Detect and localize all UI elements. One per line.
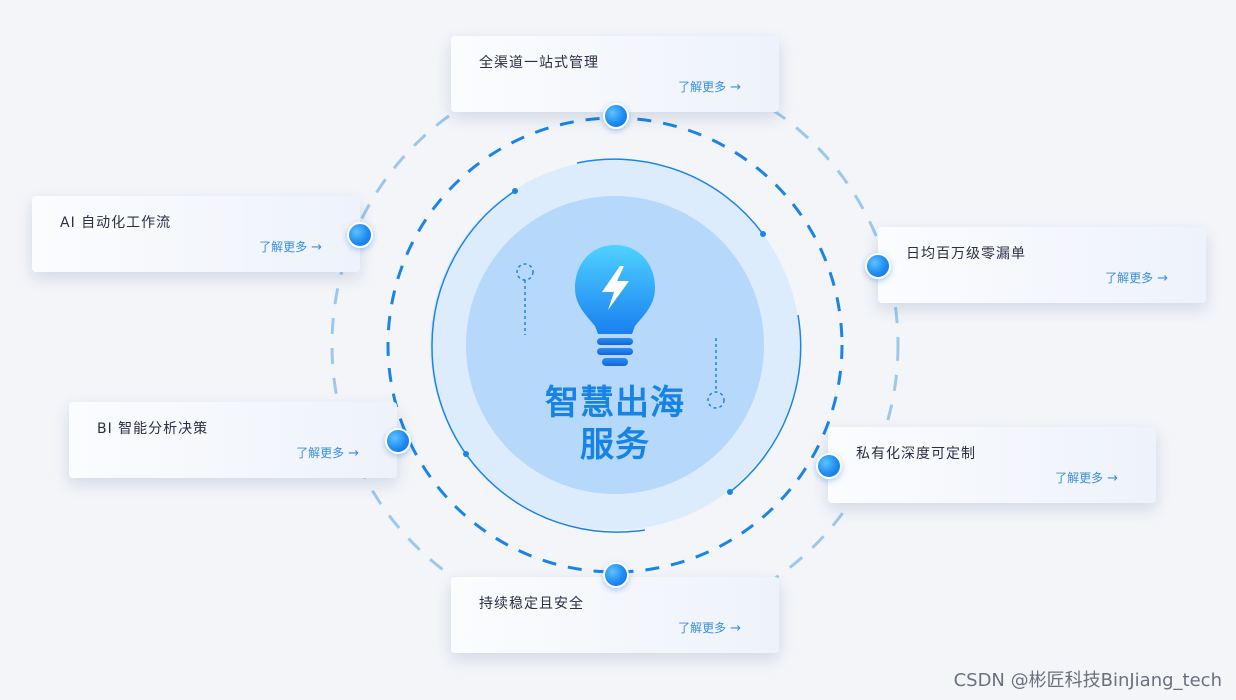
node-upper-left xyxy=(347,222,373,248)
arc-dots xyxy=(463,188,766,495)
arrow-right-icon: → xyxy=(311,240,322,255)
node-lower-right xyxy=(816,453,842,479)
card-title: BI 智能分析决策 xyxy=(97,421,209,437)
learn-more-link[interactable]: 了解更多→ xyxy=(1105,271,1168,286)
lightbulb-bolt-icon xyxy=(575,245,655,366)
arrow-right-icon: → xyxy=(1107,471,1118,486)
decor-pin-right xyxy=(707,338,725,409)
card-title: 全渠道一站式管理 xyxy=(479,55,599,71)
center-title: 智慧出海 服务 xyxy=(515,382,715,466)
learn-more-link[interactable]: 了解更多→ xyxy=(678,621,741,636)
node-bottom xyxy=(603,562,629,588)
learn-more-link[interactable]: 了解更多→ xyxy=(678,80,741,95)
card-omnichannel-management[interactable]: 全渠道一站式管理 了解更多→ xyxy=(451,36,779,112)
center-title-line1: 智慧出海 xyxy=(545,383,685,423)
card-title: 私有化深度可定制 xyxy=(856,446,976,462)
card-title: 日均百万级零漏单 xyxy=(906,246,1026,262)
card-title: AI 自动化工作流 xyxy=(60,215,172,231)
card-bi-analytics-decision[interactable]: BI 智能分析决策 了解更多→ xyxy=(69,402,397,478)
card-stable-and-secure[interactable]: 持续稳定且安全 了解更多→ xyxy=(451,577,779,653)
node-upper-right xyxy=(865,253,891,279)
arrow-right-icon: → xyxy=(348,446,359,461)
arrow-right-icon: → xyxy=(1157,271,1168,286)
learn-more-link[interactable]: 了解更多→ xyxy=(1055,471,1118,486)
watermark: CSDN @彬匠科技BinJiang_tech xyxy=(953,670,1222,691)
learn-more-link[interactable]: 了解更多→ xyxy=(259,240,322,255)
decor-pin-left xyxy=(516,263,534,335)
card-title: 持续稳定且安全 xyxy=(479,596,584,612)
node-top xyxy=(603,103,629,129)
arrow-right-icon: → xyxy=(730,621,741,636)
node-lower-left xyxy=(385,428,411,454)
card-ai-automation-workflow[interactable]: AI 自动化工作流 了解更多→ xyxy=(32,196,360,272)
card-private-deep-customization[interactable]: 私有化深度可定制 了解更多→ xyxy=(828,427,1156,503)
learn-more-link[interactable]: 了解更多→ xyxy=(296,446,359,461)
arrow-right-icon: → xyxy=(730,80,741,95)
center-title-line2: 服务 xyxy=(580,425,650,465)
card-million-orders-zero-miss[interactable]: 日均百万级零漏单 了解更多→ xyxy=(878,227,1206,303)
thin-arc-ring xyxy=(431,158,802,533)
